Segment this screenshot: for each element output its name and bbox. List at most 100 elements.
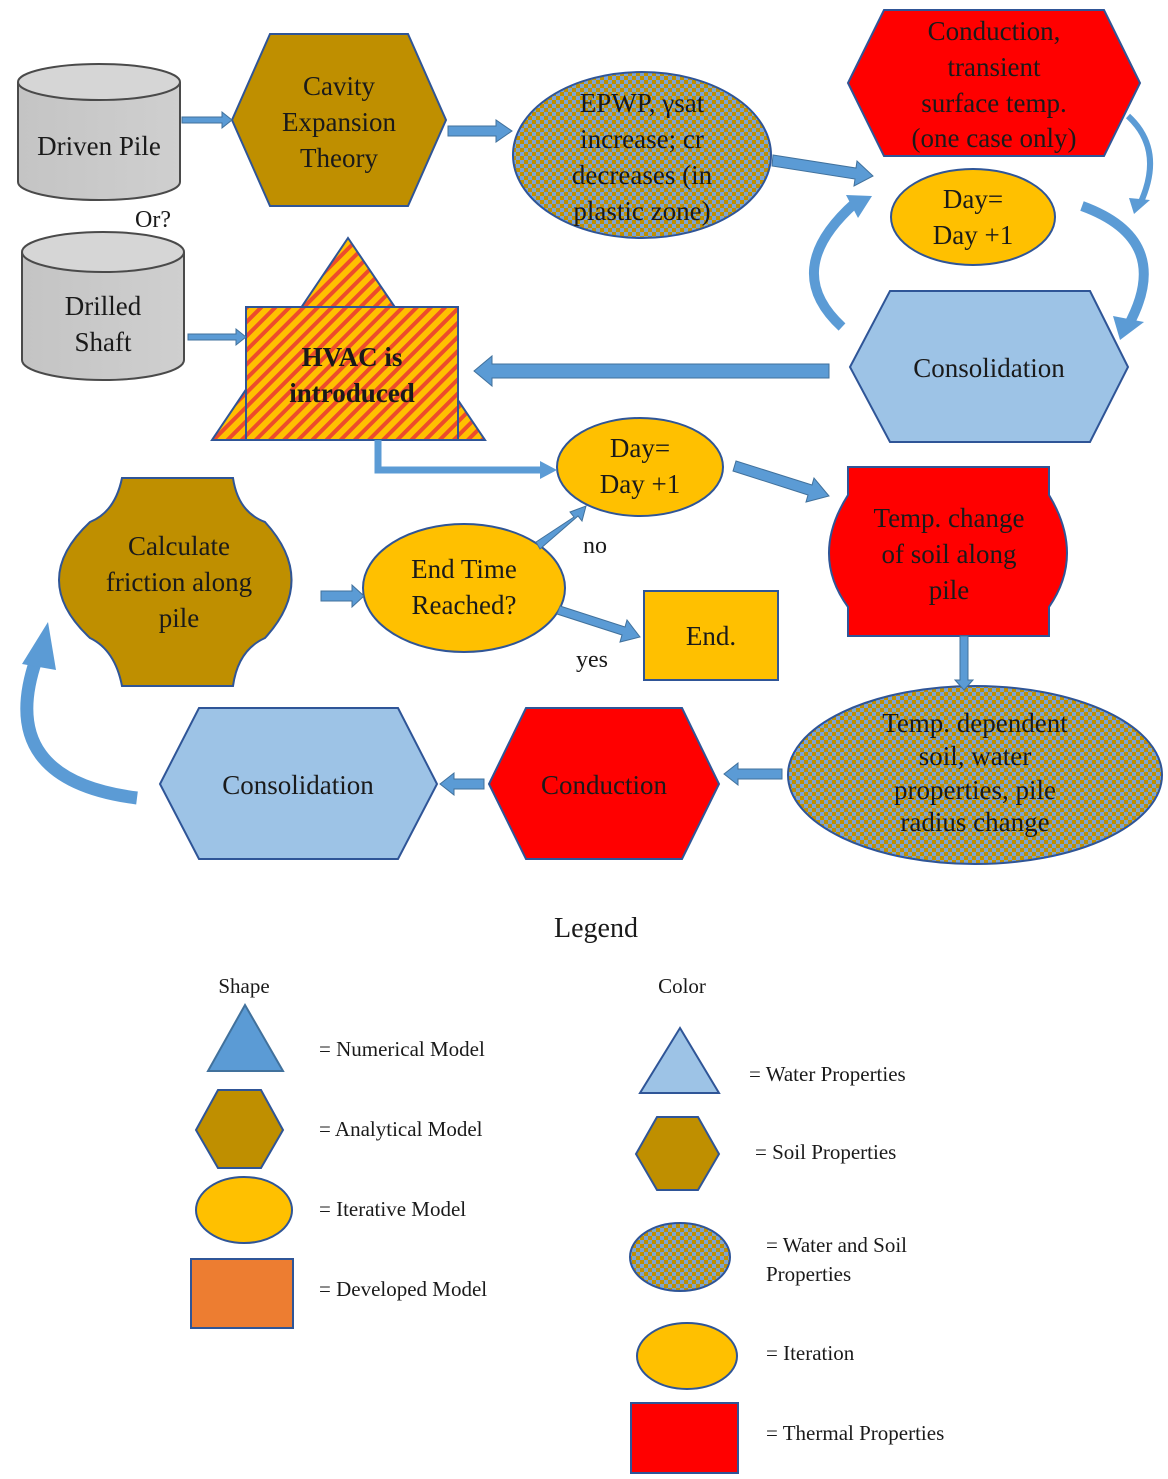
conduction-transient-label-4: (one case only) — [912, 123, 1077, 153]
legend-soil-icon — [634, 1116, 721, 1191]
arrow-conduction-curve-head — [1129, 198, 1150, 214]
arrow-bottom-loop-head — [22, 622, 56, 670]
calc-friction-label-1: Calculate — [128, 531, 230, 561]
conduction-transient-label-2: transient — [948, 52, 1041, 82]
legend-hexagon-icon — [194, 1089, 285, 1169]
day-iteration-mid-node: Day= Day +1 — [556, 417, 724, 517]
day-mid-label-1: Day= — [610, 433, 670, 463]
conduction-transient-label-1: Conduction, — [928, 16, 1061, 46]
temp-dependent-label-1: Temp. dependent — [882, 708, 1068, 738]
arrow-yes-to-end — [556, 605, 641, 643]
conduction-bottom-label: Conduction — [541, 770, 667, 800]
epwp-label-1: EPWP, γsat — [580, 88, 705, 118]
consolidation-top-node: Consolidation — [848, 290, 1130, 443]
cavity-expansion-node: Cavity Expansion Theory — [230, 33, 448, 207]
no-label: no — [583, 533, 607, 559]
cavity-label-3: Theory — [300, 143, 378, 173]
arrow-conduction-curve — [1125, 113, 1153, 206]
calc-friction-label-2: friction along — [106, 567, 252, 597]
legend-water-soil-label-1: = Water and Soil — [766, 1233, 907, 1257]
epwp-label-2: increase; cr — [580, 124, 704, 154]
arrow-consolidation-to-day-curve — [808, 199, 859, 331]
temp-change-label-2: of soil along — [882, 539, 1017, 569]
day-iteration-top-node: Day= Day +1 — [890, 168, 1056, 266]
temp-dependent-label-4: radius change — [900, 807, 1049, 837]
calc-friction-label-3: pile — [159, 603, 200, 633]
legend-water-label: = Water Properties — [749, 1062, 906, 1086]
legend-triangle-icon — [206, 1002, 285, 1072]
consolidation-bottom-label: Consolidation — [222, 770, 374, 800]
conduction-bottom-node: Conduction — [487, 707, 721, 860]
legend-thermal-icon — [630, 1402, 739, 1474]
hvac-node: HVAC is introduced — [210, 236, 487, 441]
arrow-friction-to-end-time — [320, 583, 365, 609]
arrow-hvac-to-day-head — [540, 461, 557, 479]
day-top-label-2: Day +1 — [933, 220, 1013, 250]
arrow-cavity-to-epwp — [447, 119, 513, 143]
legend-rectangle-icon — [190, 1258, 294, 1329]
legend-water-soil-label-2: Properties — [766, 1262, 851, 1286]
arrow-drilled-to-hvac — [187, 327, 247, 347]
temp-change-label-3: pile — [929, 575, 970, 605]
conduction-transient-node: Conduction, transient surface temp. (one… — [846, 9, 1142, 157]
temp-dependent-label-3: properties, pile — [894, 775, 1056, 805]
conduction-transient-label-3: surface temp. — [921, 88, 1066, 118]
arrow-temp-change-down — [953, 635, 975, 691]
day-top-label-1: Day= — [943, 184, 1003, 214]
legend-iteration-label: = Iteration — [766, 1341, 855, 1365]
legend-iteration-icon — [636, 1322, 738, 1390]
temp-change-node: Temp. change of soil along pile — [828, 466, 1068, 637]
yes-label: yes — [576, 647, 608, 673]
temp-dependent-node: Temp. dependent soil, water properties, … — [787, 685, 1163, 865]
arrow-driven-to-cavity — [181, 110, 233, 130]
calculate-friction-node: Calculate friction along pile — [58, 477, 293, 687]
temp-change-label-1: Temp. change — [873, 503, 1024, 533]
arrow-no-to-day — [535, 505, 587, 550]
legend-iterative-label: = Iterative Model — [319, 1197, 466, 1221]
cavity-label-1: Cavity — [303, 71, 375, 101]
end-node: End. — [643, 590, 779, 681]
hvac-label-1: HVAC is — [302, 342, 403, 372]
legend-developed-label: = Developed Model — [319, 1277, 487, 1301]
consolidation-top-label: Consolidation — [913, 353, 1065, 383]
end-time-label-2: Reached? — [412, 590, 517, 620]
legend-thermal-label: = Thermal Properties — [766, 1421, 944, 1445]
arrow-consolidation-to-hvac — [473, 354, 830, 388]
arrow-day-to-temp-change — [732, 460, 830, 503]
temp-dependent-label-2: soil, water — [919, 741, 1031, 771]
legend-soil-label: = Soil Properties — [755, 1140, 896, 1164]
or-label: Or? — [135, 207, 171, 233]
arrow-bottom-loop-curve — [20, 657, 138, 805]
end-time-node: End Time Reached? — [362, 523, 566, 653]
epwp-node: EPWP, γsat increase; cr decreases (in pl… — [512, 71, 772, 239]
arrow-consolidation-to-day-head — [846, 195, 872, 218]
driven-pile-node: Driven Pile — [17, 63, 181, 201]
arrow-day-to-consolidation-curve — [1080, 201, 1149, 329]
drilled-shaft-label-1: Drilled — [65, 291, 142, 321]
legend-water-icon — [638, 1026, 721, 1094]
legend-color-header: Color — [658, 974, 706, 998]
day-mid-label-2: Day +1 — [600, 469, 680, 499]
end-label: End. — [686, 621, 736, 651]
legend-analytical-label: = Analytical Model — [319, 1117, 483, 1141]
legend-shape-header: Shape — [218, 974, 269, 998]
drilled-shaft-node: Drilled Shaft — [21, 231, 185, 381]
epwp-label-4: plastic zone) — [573, 196, 710, 226]
arrow-day-to-consolidation-head — [1113, 316, 1144, 340]
legend-title: Legend — [554, 913, 638, 944]
arrow-to-conduction — [723, 761, 783, 787]
legend-numerical-label: = Numerical Model — [319, 1037, 485, 1061]
hvac-label-2: introduced — [289, 378, 415, 408]
consolidation-bottom-node: Consolidation — [158, 707, 439, 860]
epwp-label-3: decreases (in — [572, 160, 713, 190]
arrow-epwp-to-day — [771, 154, 874, 187]
cavity-label-2: Expansion — [282, 107, 396, 137]
drilled-shaft-label-2: Shaft — [75, 327, 132, 357]
legend: Legend Shape Color = Numerical Model = A… — [190, 913, 944, 1474]
driven-pile-label: Driven Pile — [37, 131, 161, 161]
legend-water-soil-icon — [629, 1222, 731, 1292]
legend-ellipse-icon — [195, 1176, 293, 1244]
end-time-label-1: End Time — [411, 554, 517, 584]
arrow-to-consolidation — [439, 771, 485, 797]
